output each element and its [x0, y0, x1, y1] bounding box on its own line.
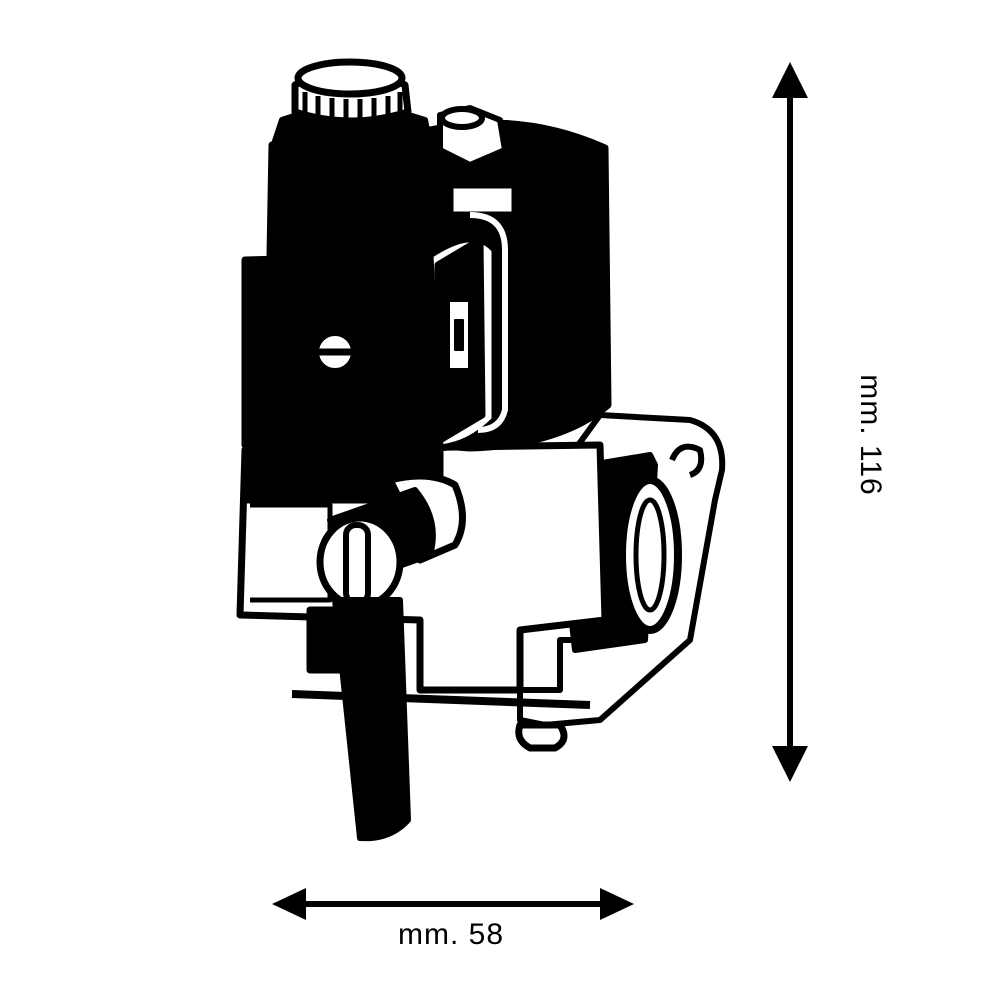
height-dimension-arrow: [772, 62, 808, 782]
height-dimension-label: mm. 116: [854, 374, 887, 496]
hex-nut: [437, 105, 508, 168]
width-dimension-arrow: [272, 888, 634, 920]
knurled-knob: [269, 58, 433, 160]
lever-handle: [316, 472, 466, 842]
slotted-screw-icon: [315, 332, 355, 372]
width-dimension-label: mm. 58: [398, 918, 505, 951]
valve-base: [236, 441, 609, 752]
